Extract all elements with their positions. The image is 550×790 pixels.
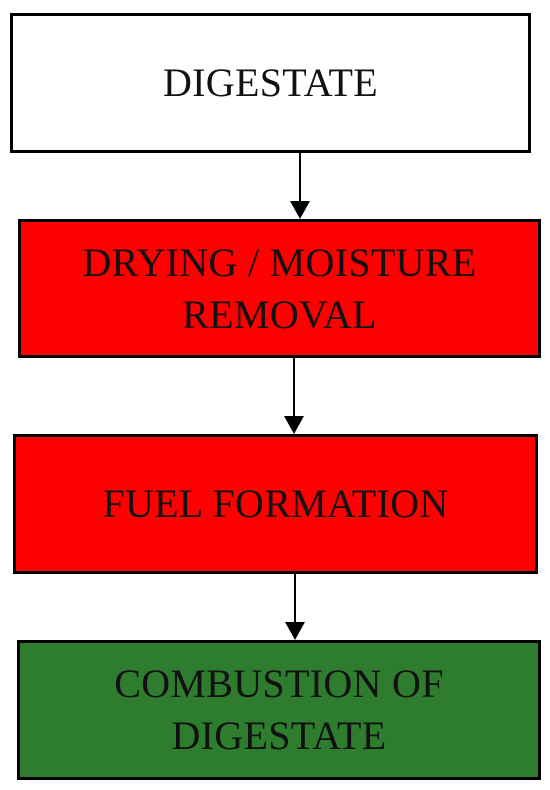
arrow-down-icon [290,153,310,219]
arrow-line [294,574,296,624]
step-digestate-box: DIGESTATE [10,13,531,153]
step-combustion-box: COMBUSTION OF DIGESTATE [17,640,541,780]
arrow-head [285,622,305,640]
step-label: DRYING / MOISTURE REMOVAL [82,237,476,341]
step-label-line: REMOVAL [182,291,377,337]
step-label: DIGESTATE [163,57,378,109]
step-label: FUEL FORMATION [102,478,448,530]
step-fuel-formation-box: FUEL FORMATION [13,434,538,574]
step-label-line: COMBUSTION OF [114,661,444,706]
arrow-line [299,153,301,203]
step-label-line: DRYING / MOISTURE [82,239,477,285]
arrow-head [284,416,304,434]
arrow-head [290,201,310,219]
step-label-line: DIGESTATE [162,60,379,105]
step-label: COMBUSTION OF DIGESTATE [114,658,444,762]
step-drying-box: DRYING / MOISTURE REMOVAL [18,219,541,358]
arrow-line [293,358,295,418]
step-label-line: FUEL FORMATION [102,481,449,526]
step-label-line: DIGESTATE [171,713,387,758]
arrow-down-icon [284,358,304,434]
arrow-down-icon [285,574,305,640]
